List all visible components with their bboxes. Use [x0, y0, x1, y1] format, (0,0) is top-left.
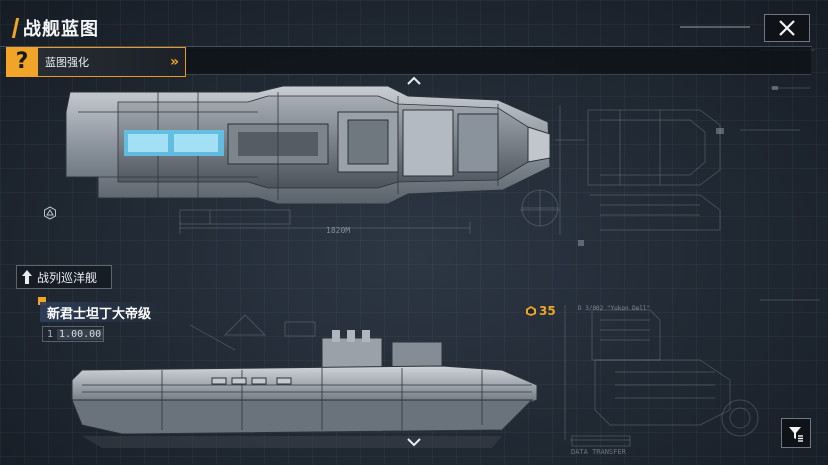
ship-name-plate — [40, 302, 168, 322]
filter-button[interactable] — [781, 418, 811, 448]
filter-icon — [789, 427, 803, 442]
close-icon — [779, 20, 795, 36]
upgrade-label: 蓝图强化 — [45, 56, 89, 69]
ship-class-label: 战列巡洋舰 — [37, 270, 98, 285]
ship-name: 新君士坦丁大帝级 — [47, 307, 152, 322]
chevron-down-icon[interactable] — [406, 437, 422, 447]
cost-value: 35 — [539, 304, 556, 318]
page-header: 战舰蓝图 — [11, 14, 99, 42]
page-title: 战舰蓝图 — [23, 19, 99, 40]
resource-icon — [526, 306, 536, 316]
help-icon: ? — [6, 46, 38, 77]
double-chevron-right-icon: » — [169, 54, 179, 70]
blueprint-code: D 3/002 "Yukon Dell" — [578, 305, 651, 312]
cost-badge: 35 — [525, 304, 556, 318]
ship-bottom-view — [71, 330, 538, 448]
header-divider — [0, 46, 812, 47]
ship-class-tag: 战列巡洋舰 — [16, 265, 112, 289]
hexagon-icon — [44, 206, 56, 220]
ship-top-view — [65, 85, 551, 205]
rank-chevron-icon — [22, 270, 32, 284]
rarity-marker — [38, 297, 46, 305]
stat-value: 1.00.00 — [57, 328, 104, 340]
length-label: 1820M — [326, 226, 351, 235]
stat-count: 1 — [47, 328, 54, 340]
data-transfer-label: DATA TRANSFER — [571, 448, 626, 456]
blueprint-upgrade-button[interactable]: ? 蓝图强化 » — [6, 46, 186, 77]
chevron-up-icon[interactable] — [406, 76, 422, 86]
close-button[interactable] — [764, 14, 810, 42]
ship-stat: 1 1.00.00 — [42, 326, 104, 342]
